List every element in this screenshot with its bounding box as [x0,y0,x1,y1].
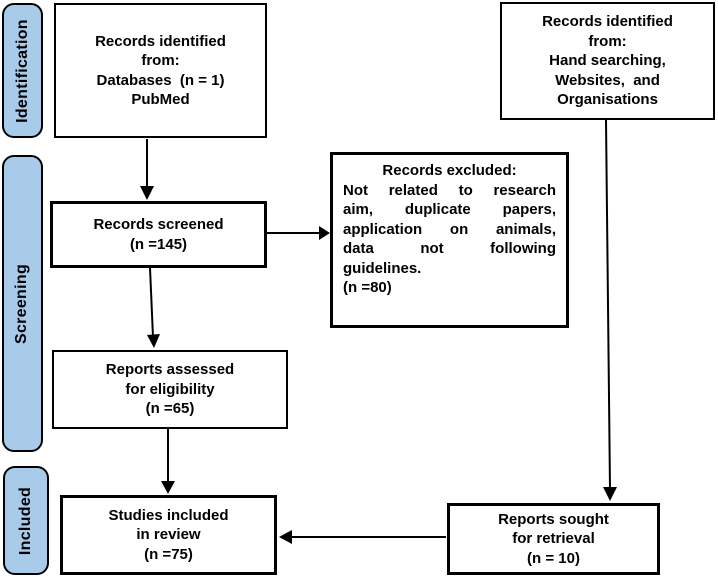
box-reports-assessed: Reports assessed for eligibility (n =65) [52,350,288,429]
excluded-reason-line: data not following [343,240,556,257]
excluded-reason-line: aim, duplicate papers, [343,201,556,218]
box-reports-sought: Reports sought for retrieval (n = 10) [447,503,660,575]
box-text-line: (n =145) [129,235,188,253]
box-text-line: Records identified [95,32,226,50]
excluded-count: (n =80) [343,279,392,296]
stage-label-identification: Identification [2,3,43,138]
stage-label-screening: Screening [2,155,43,452]
box-records-excluded: Records excluded: Not related to researc… [330,152,569,328]
box-text-line: (n =65) [145,400,195,418]
box-text-line: Studies included [108,506,229,524]
box-text-line: Records identified [542,13,673,31]
stage-label-identification-text: Identification [13,18,31,123]
box-records-screened: Records screened (n =145) [50,201,267,268]
box-text-line: in review [136,526,201,544]
box-text-line: from: [141,52,180,69]
arrow-assessed-to-studies [161,429,175,494]
box-text-line: Organisations [557,91,658,109]
box-text-line: Reports sought [498,510,609,528]
box-text-line: for eligibility [125,380,215,398]
box-text-line: Websites, and [555,71,660,89]
stage-label-included: Included [3,466,49,575]
arrow-identified-other-to-sought [603,119,617,501]
excluded-reason-line: guidelines. [343,259,422,277]
excluded-reason-line: Not related to research [343,181,556,199]
arrow-screened-to-assessed [147,267,160,348]
box-text-line: PubMed [131,91,190,108]
box-records-identified-other-sources: Records identified from: Hand searching,… [500,2,715,120]
box-text-line: from: [588,32,627,50]
stage-label-screening-text: Screening [13,263,31,344]
box-text-line: Reports assessed [105,361,235,379]
excluded-title: Records excluded: [382,162,517,179]
box-text-line: Records screened [93,216,224,233]
arrow-identified-db-to-screened [140,139,154,200]
box-text-line: Databases (n = 1) [96,71,225,89]
excluded-reason-line: application on animals, [343,220,556,238]
box-text-line: Hand searching, [549,52,666,70]
arrow-screened-to-excluded [267,226,330,240]
box-text-line: (n = 10) [527,549,580,567]
box-text-line: (n =75) [144,545,193,563]
arrow-sought-to-studies [279,530,446,544]
box-records-identified-databases: Records identified from: Databases (n = … [54,3,267,138]
box-studies-included: Studies included in review (n =75) [60,495,277,575]
stage-label-included-text: Included [17,486,34,555]
box-text-line: for retrieval [512,530,595,548]
